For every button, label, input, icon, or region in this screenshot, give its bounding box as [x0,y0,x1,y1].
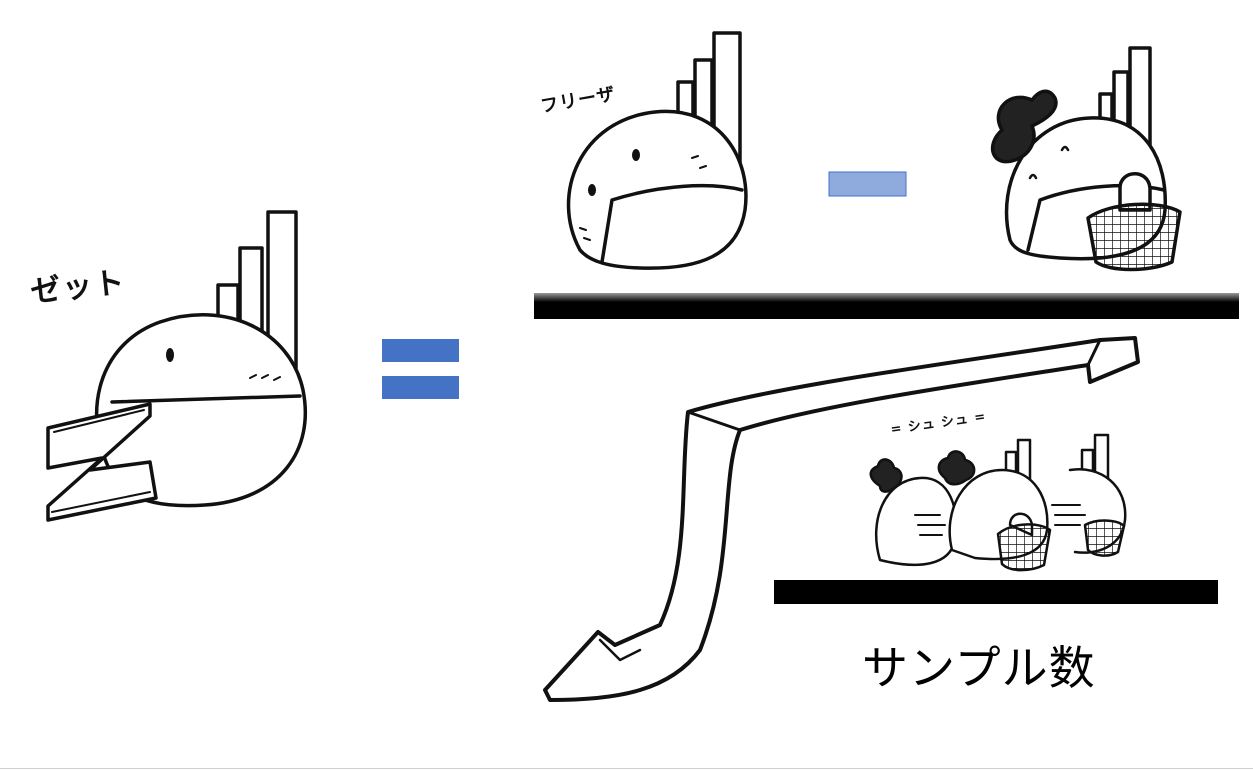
falling-arrow [543,336,1140,702]
sample-count-label: サンプル数 [862,641,1096,695]
basket-character [990,46,1182,272]
equals-sign [382,339,459,399]
fraction-bar-bottom [774,580,1218,604]
bottom-divider [0,768,1253,769]
z-character [46,210,308,522]
swoosh-scene [869,433,1127,572]
frieza-character [566,31,748,270]
minus-sign [828,171,907,197]
fraction-bar-top [534,293,1239,319]
